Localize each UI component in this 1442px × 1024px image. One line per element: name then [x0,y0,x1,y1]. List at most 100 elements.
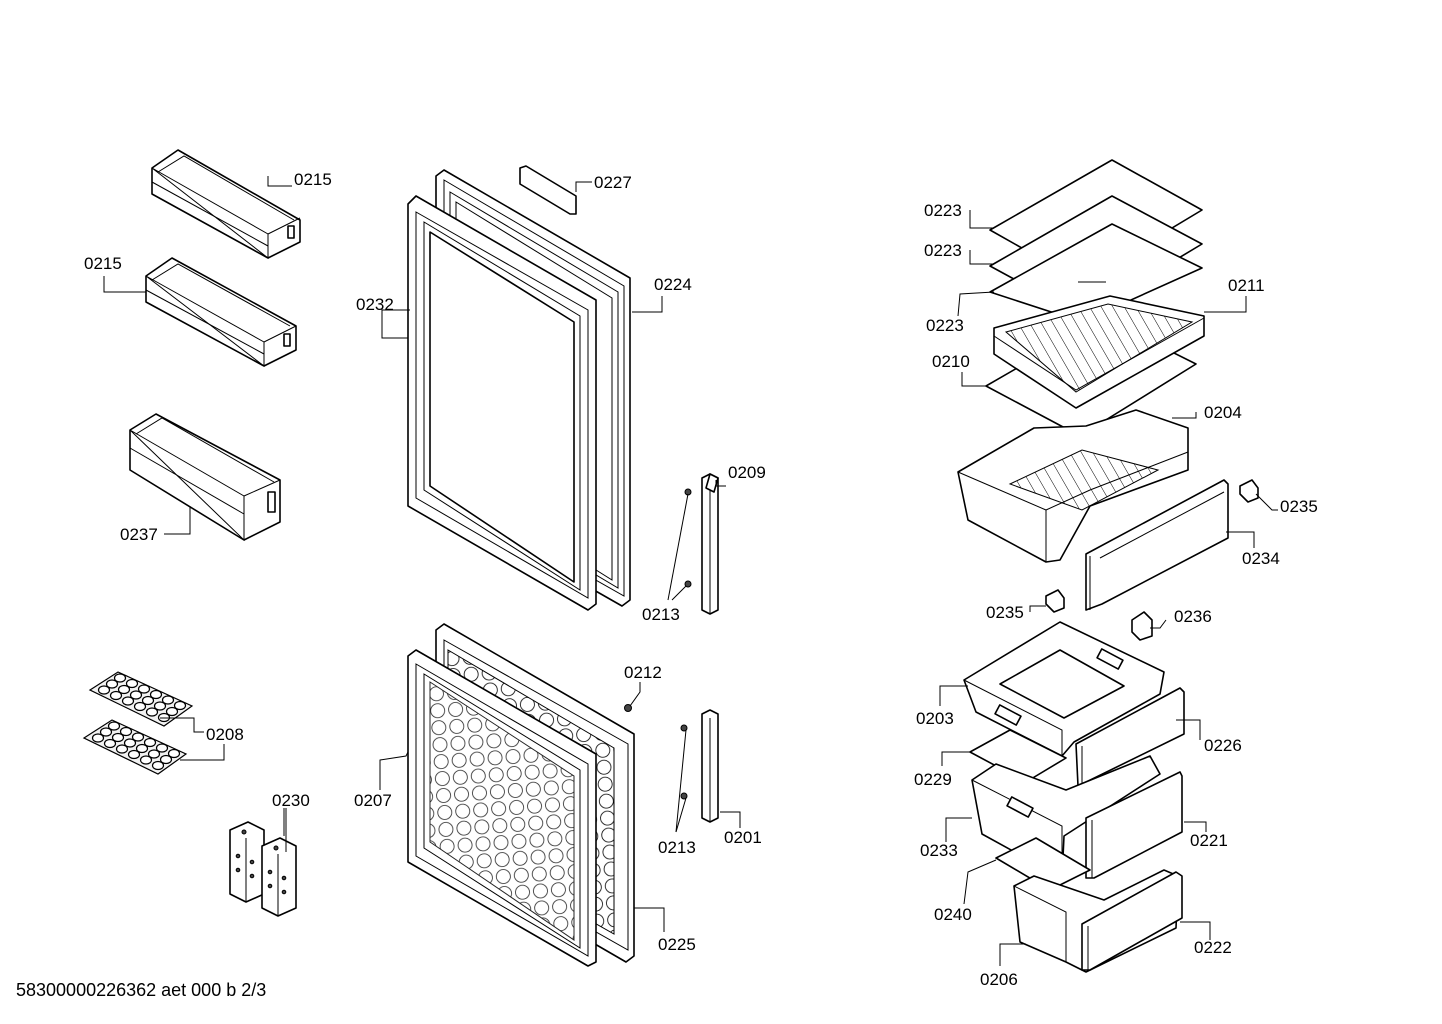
label-plate [519,165,577,215]
leader-line [1255,493,1278,511]
egg-cup [133,701,147,712]
egg-cup [103,738,117,749]
callout-0215-middle: 0215 [84,254,122,273]
egg-tray-upper [88,671,194,727]
callout-0235-left: 0235 [986,603,1024,622]
callout-0208: 0208 [206,725,244,744]
egg-cup [105,679,119,689]
callout-0223-2: 0223 [924,241,962,260]
egg-cup [121,696,135,706]
drawer-front-panel [1085,479,1229,611]
leader-line [939,685,968,706]
callout-0203: 0203 [916,709,954,728]
leader-line [961,372,986,387]
callout-0204: 0204 [1204,403,1242,422]
egg-cup [153,701,167,711]
leader-line [629,682,641,707]
clips [1045,479,1259,641]
leader-line [941,751,970,766]
callout-0223-1: 0223 [924,201,962,220]
egg-cup [143,737,157,748]
callout-labels: 0215 0215 0237 0208 0230 0227 0232 0224 … [84,170,1318,989]
egg-cup [127,749,141,760]
leader-line [963,859,997,905]
leader-line [1226,531,1255,548]
egg-cup [149,689,163,700]
callout-0213-upper: 0213 [642,605,680,624]
handle-upper [701,473,719,615]
leader-line [667,493,689,601]
egg-cup [113,673,127,683]
egg-cup [115,744,129,754]
callout-0222: 0222 [1194,938,1232,957]
callout-0212: 0212 [624,663,662,682]
callout-0227: 0227 [594,173,632,192]
leader-line [969,250,994,265]
egg-cup [129,690,143,700]
callout-0224: 0224 [654,275,692,294]
callout-0225: 0225 [658,935,696,954]
leader-line [671,585,687,601]
leader-line [1172,412,1197,419]
leader-line [379,751,409,790]
callout-0207: 0207 [354,791,392,810]
leader-line [634,907,665,932]
leader-line [103,276,146,293]
egg-tray-lower [82,719,188,775]
leader-line [575,181,592,192]
freezer-drawer-middle [963,621,1165,757]
egg-cup [155,743,169,753]
callout-0215-upper: 0215 [294,170,332,189]
leader-line [632,296,663,313]
leader-line [381,309,410,339]
egg-cup [139,755,153,765]
door-bin-upper [151,149,301,260]
callout-0201: 0201 [724,828,762,847]
callout-0230: 0230 [272,791,310,810]
egg-cup [111,732,125,743]
callout-0229: 0229 [914,770,952,789]
egg-cup [147,749,161,759]
leader-line [1150,619,1167,629]
callout-0211: 0211 [1228,276,1265,295]
leader-line [1029,605,1046,612]
egg-cup [141,695,155,706]
callout-0233: 0233 [920,841,958,860]
leader-line [1204,296,1247,313]
leader-line [267,176,292,187]
egg-cup [159,754,173,765]
callout-0237: 0237 [120,525,158,544]
leader-line [164,506,191,535]
callout-0234: 0234 [1242,549,1280,568]
callout-0206: 0206 [980,970,1018,989]
leader-line [1176,719,1201,740]
leader-line [945,817,972,842]
egg-cup [99,727,113,737]
callout-0223-3: 0223 [926,316,964,335]
drawer-front-lower [1085,771,1183,879]
leader-line [1184,821,1207,832]
egg-cup [119,726,133,737]
egg-cup [97,685,111,695]
freezer-drawer-top [957,409,1189,563]
egg-cup [125,678,139,689]
ice-tray [993,295,1205,409]
leader-line [999,943,1026,966]
egg-cup [131,732,145,742]
leader-line [1180,921,1211,940]
leader-line [715,480,726,487]
egg-cup [145,707,159,717]
callout-0221: 0221 [1190,831,1228,850]
callout-0240: 0240 [934,905,972,924]
document-footer: 58300000226362 aet 000 b 2/3 [16,980,267,1000]
door-bin-large [129,413,281,542]
callout-0235-right: 0235 [1280,497,1318,516]
egg-cup [151,760,165,771]
egg-cup [161,695,175,705]
ice-packs [229,821,297,917]
leader-lines [103,176,1278,966]
egg-cup [91,733,105,743]
callout-0213-lower: 0213 [658,838,696,857]
